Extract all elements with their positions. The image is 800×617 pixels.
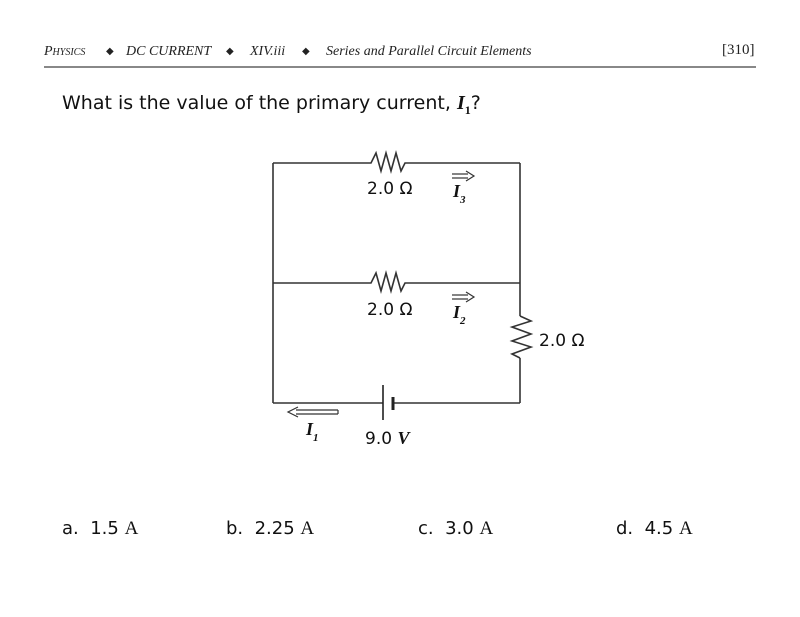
header-rule <box>44 66 756 68</box>
diamond-bullet-icon: ◆ <box>302 46 310 57</box>
current-i1-label: I1 <box>305 419 319 444</box>
current-i3-label: I3 <box>452 181 466 206</box>
running-header: Physics ◆ DC CURRENT ◆ XIV.iii ◆ Series … <box>44 42 756 64</box>
middle-resistor-label: 2.0 Ω <box>367 300 412 320</box>
question-text: What is the value of the primary current… <box>62 92 481 117</box>
diamond-bullet-icon: ◆ <box>106 46 114 57</box>
current-i2-label: I2 <box>452 302 466 327</box>
diamond-bullet-icon: ◆ <box>226 46 234 57</box>
page-number: [310] <box>722 42 755 58</box>
right-arrow-icon <box>452 291 476 303</box>
middle-resistor-icon <box>273 270 520 294</box>
header-subject: Physics <box>44 44 86 59</box>
right-resistor-label: 2.0 Ω <box>539 331 584 351</box>
header-topic: Series and Parallel Circuit Elements <box>326 44 532 59</box>
answer-a[interactable]: a. 1.5 A <box>62 518 139 539</box>
battery-label: 9.0 V <box>365 428 411 449</box>
answer-c[interactable]: c. 3.0 A <box>418 518 494 539</box>
top-resistor-icon <box>273 150 520 174</box>
top-resistor-label: 2.0 Ω <box>367 179 412 199</box>
right-arrow-icon <box>452 170 476 182</box>
right-resistor-icon <box>509 315 534 359</box>
header-chapter: DC CURRENT <box>126 44 212 59</box>
answer-d[interactable]: d. 4.5 A <box>616 518 693 539</box>
left-arrow-icon <box>286 406 339 418</box>
header-section: XIV.iii <box>250 44 286 59</box>
answer-b[interactable]: b. 2.25 A <box>226 518 315 539</box>
